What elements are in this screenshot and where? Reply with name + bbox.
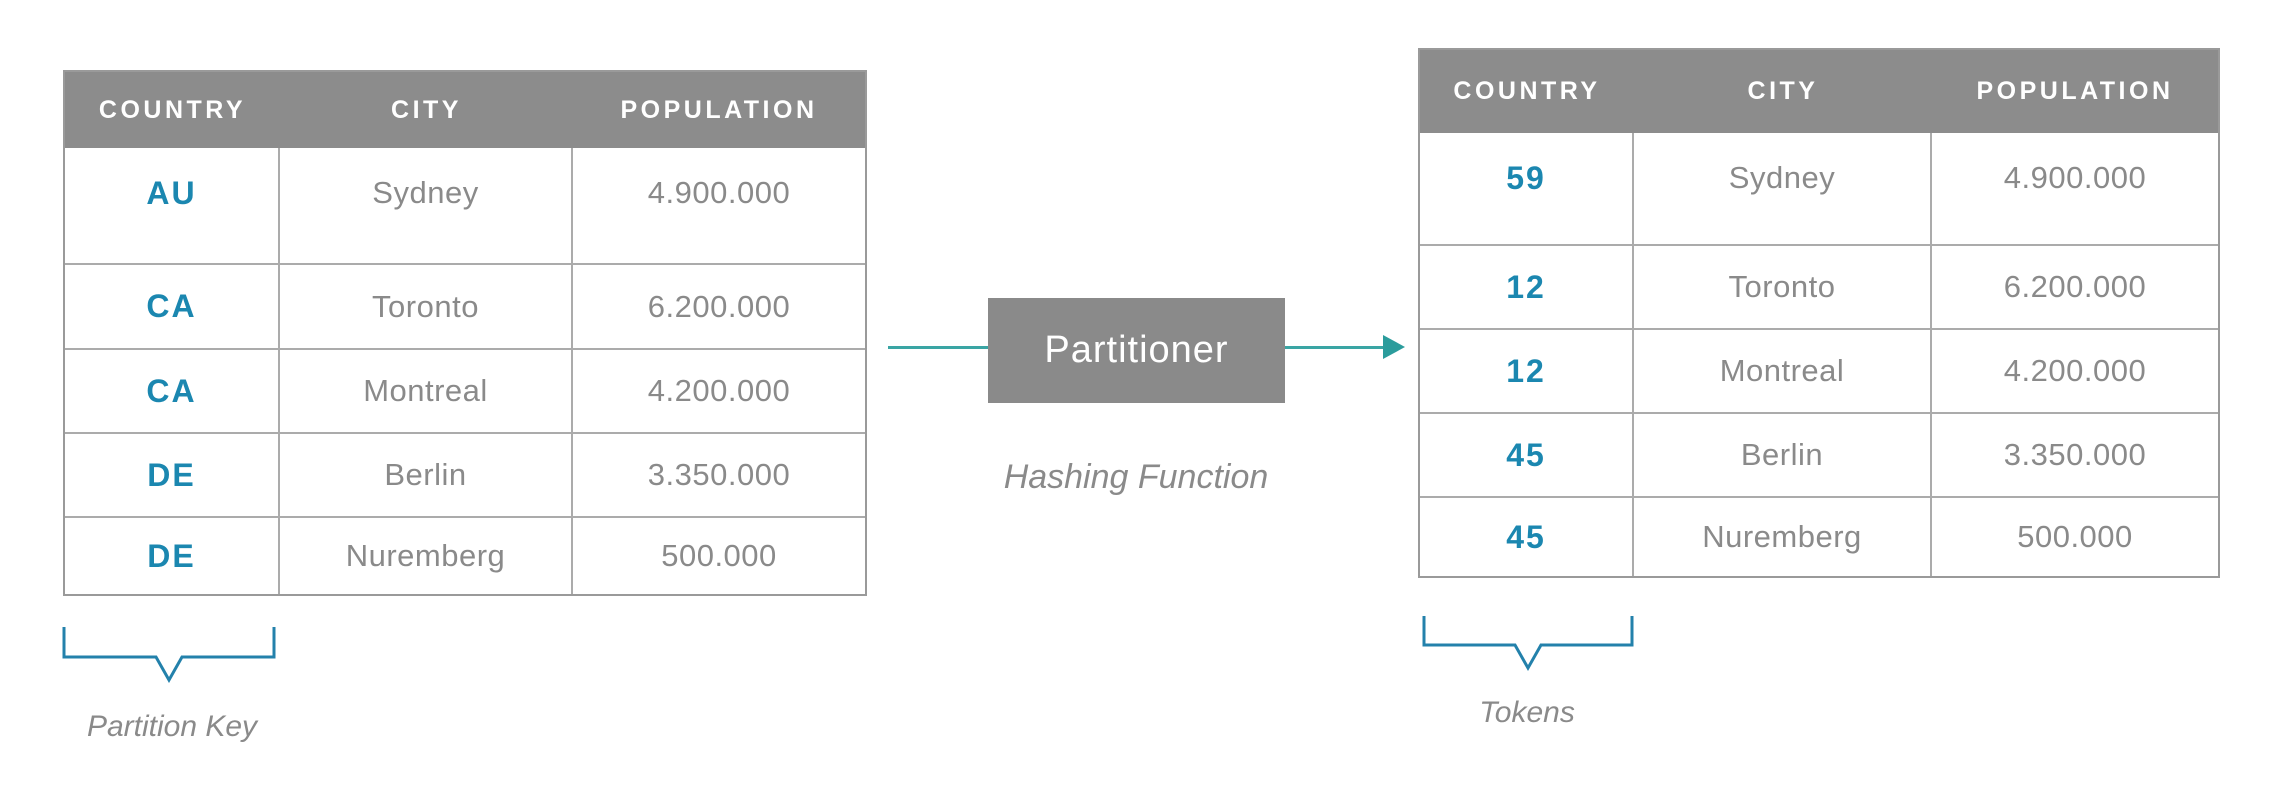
tokens-table: COUNTRY CITY POPULATION 59 Sydney 4.900.… xyxy=(1418,48,2220,578)
partition-key-label: Partition Key xyxy=(86,710,258,743)
cell-token: 45 xyxy=(1420,412,1634,496)
column-header-city: CITY xyxy=(1634,50,1932,133)
cell-token: 45 xyxy=(1420,496,1634,576)
cell-city: Montreal xyxy=(280,348,573,432)
cell-city: Nuremberg xyxy=(1634,496,1932,576)
cell-population: 4.200.000 xyxy=(1932,328,2218,412)
cell-city: Nuremberg xyxy=(280,516,573,594)
tokens-brace-icon xyxy=(1422,616,1634,672)
partitioner-box: Partitioner xyxy=(988,298,1285,403)
hashing-function-label: Hashing Function xyxy=(1003,458,1269,496)
source-table: COUNTRY CITY POPULATION AU Sydney 4.900.… xyxy=(63,70,867,596)
cell-token: 59 xyxy=(1420,133,1634,244)
cell-country: DE xyxy=(65,432,280,516)
column-header-population: POPULATION xyxy=(573,72,865,148)
cell-population: 4.200.000 xyxy=(573,348,865,432)
cell-population: 4.900.000 xyxy=(2003,160,2147,195)
cell-population: 3.350.000 xyxy=(1932,412,2218,496)
cell-population: 3.350.000 xyxy=(573,432,865,516)
cell-population: 500.000 xyxy=(1932,496,2218,576)
cell-population: 500.000 xyxy=(573,516,865,594)
cell-city: Montreal xyxy=(1634,328,1932,412)
cell-country: DE xyxy=(65,516,280,594)
cell-city: Sydney xyxy=(1634,133,1932,244)
column-header-country: COUNTRY xyxy=(1420,50,1634,133)
cell-population: 6.200.000 xyxy=(573,263,865,348)
cell-country: CA xyxy=(65,263,280,348)
cell-city: Toronto xyxy=(280,263,573,348)
column-header-population: POPULATION xyxy=(1932,50,2218,133)
cell-city: Toronto xyxy=(1634,244,1932,328)
arrowhead-icon xyxy=(1383,335,1405,359)
column-header-city: CITY xyxy=(280,72,573,148)
cell-city: Sydney xyxy=(280,148,573,263)
partition-key-brace-icon xyxy=(62,627,276,683)
cell-country: CA xyxy=(65,348,280,432)
tokens-label: Tokens xyxy=(1479,696,1575,729)
cell-city: Berlin xyxy=(280,432,573,516)
cell-city: Berlin xyxy=(1634,412,1932,496)
cell-token: 12 xyxy=(1420,328,1634,412)
cell-population: 6.200.000 xyxy=(1932,244,2218,328)
cell-population: 4.900.000 xyxy=(647,175,791,210)
connector-line-right xyxy=(1285,346,1383,349)
column-header-country: COUNTRY xyxy=(65,72,280,148)
connector-line-left xyxy=(888,346,988,349)
cell-country: AU xyxy=(65,148,280,263)
cell-token: 12 xyxy=(1420,244,1634,328)
